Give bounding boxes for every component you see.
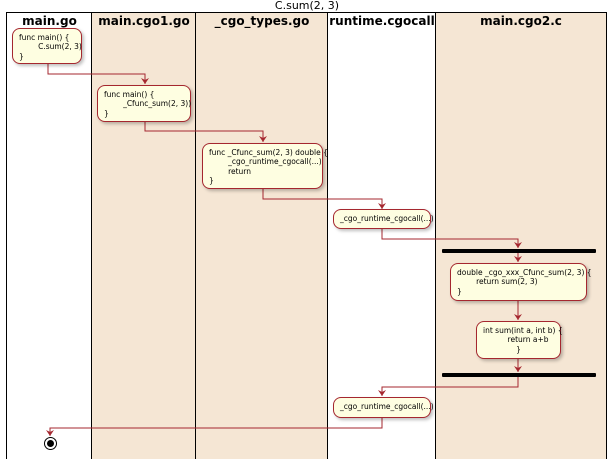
action-node: int sum(int a, int b) { return a+b }: [476, 321, 563, 359]
fork-bar: [442, 249, 596, 253]
lane-divider: [91, 12, 92, 459]
flow-arrow: [381, 229, 522, 248]
action-node: _cgo_runtime_cgocall(...): [333, 397, 434, 418]
swimlane-main-cgo2-c: main.cgo2.c: [436, 12, 606, 459]
join-bar: [442, 373, 596, 377]
flow-arrow: [378, 377, 519, 396]
swimlane-cgo-types-go: _cgo_types.go: [196, 12, 328, 459]
action-node: func main() { _Cfunc_sum(2, 3)) }: [97, 85, 191, 122]
flow-arrow: [47, 64, 149, 84]
swimlane-header: main.cgo1.go: [98, 14, 190, 28]
end-node: [44, 437, 57, 450]
lane-divider: [606, 12, 607, 459]
swimlane-main-go: main.go: [7, 12, 92, 459]
action-node: double _cgo_xxx_Cfunc_sum(2, 3) { return…: [450, 263, 592, 301]
diagram-title: C.sum(2, 3): [274, 0, 340, 12]
lane-divider: [195, 12, 196, 459]
flow-arrow: [262, 189, 386, 209]
lane-divider: [6, 12, 7, 459]
swimlane-header: runtime.cgocall: [329, 14, 435, 28]
swimlane-header: main.cgo2.c: [480, 14, 562, 28]
end-node-core: [47, 440, 54, 447]
lane-top-border: [6, 12, 606, 13]
action-node: func _Cfunc_sum(2, 3) double { _cgo_runt…: [202, 143, 328, 189]
flow-arrow: [46, 418, 383, 436]
swimlane-header: main.go: [22, 14, 77, 28]
lane-divider: [327, 12, 328, 459]
flow-arrow: [144, 122, 267, 142]
lane-divider: [435, 12, 436, 459]
swimlane-header: _cgo_types.go: [214, 14, 310, 28]
action-node: _cgo_runtime_cgocall(...): [333, 209, 434, 229]
action-node: func main() { C.sum(2, 3) }: [12, 28, 82, 64]
